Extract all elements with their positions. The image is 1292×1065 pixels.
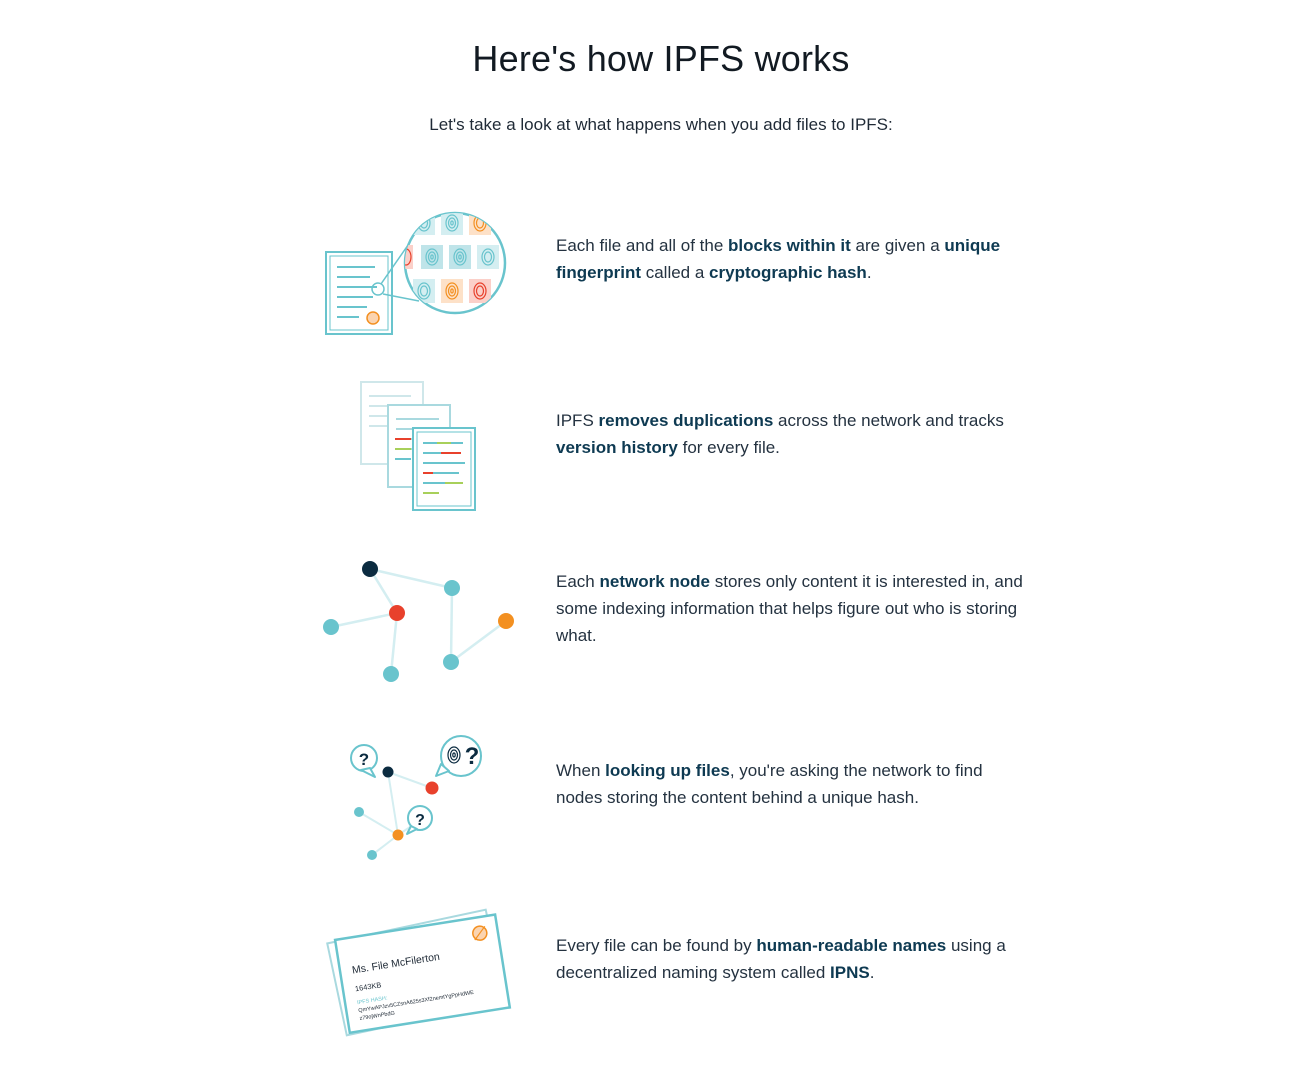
emphasis-text: unique fingerprint — [556, 236, 1001, 282]
question-bubble-icon: ? — [406, 805, 433, 835]
question-mark-label: ? — [415, 812, 425, 829]
emphasis-text: looking up files — [605, 761, 730, 780]
file-name-card-icon: Ms. File McFilerton 1643KB IPFS HASH: Qm… — [326, 908, 512, 1037]
question-mark-label: ? — [465, 743, 480, 770]
card-hash-line-2: z79ojWnPbdG — [359, 1011, 395, 1022]
emphasis-text: removes duplications — [598, 411, 774, 430]
stacked-documents-icon — [360, 381, 476, 511]
fingerprint-question-bubble-icon: ? — [435, 735, 482, 777]
emphasis-text: cryptographic hash — [709, 263, 867, 282]
emphasis-text: network node — [599, 572, 710, 591]
step-naming-text: Every file can be found by human-readabl… — [556, 936, 1006, 982]
network-nodes-icon — [323, 561, 514, 682]
node-lookup-icon: ? ? ? — [350, 735, 482, 860]
question-mark-label: ? — [359, 750, 369, 769]
step-fingerprint-text: Each file and all of the blocks within i… — [556, 236, 1001, 282]
step-network-node-text: Each network node stores only content it… — [556, 572, 1023, 645]
step-lookup-text: When looking up files, you're asking the… — [556, 761, 983, 807]
card-hash-label: IPFS HASH: — [357, 995, 389, 1006]
card-size: 1643KB — [354, 980, 382, 993]
emphasis-text: human-readable names — [756, 936, 947, 955]
emphasis-text: version history — [556, 438, 678, 457]
emphasis-text: IPNS — [830, 963, 870, 982]
page-intro: Let's take a look at what happens when y… — [429, 115, 893, 134]
document-magnified-fingerprints-icon — [325, 211, 507, 335]
emphasis-text: blocks within it — [728, 236, 851, 255]
question-bubble-icon: ? — [350, 744, 378, 778]
page-title: Here's how IPFS works — [472, 38, 850, 79]
step-deduplication-text: IPFS removes duplications across the net… — [556, 411, 1004, 457]
